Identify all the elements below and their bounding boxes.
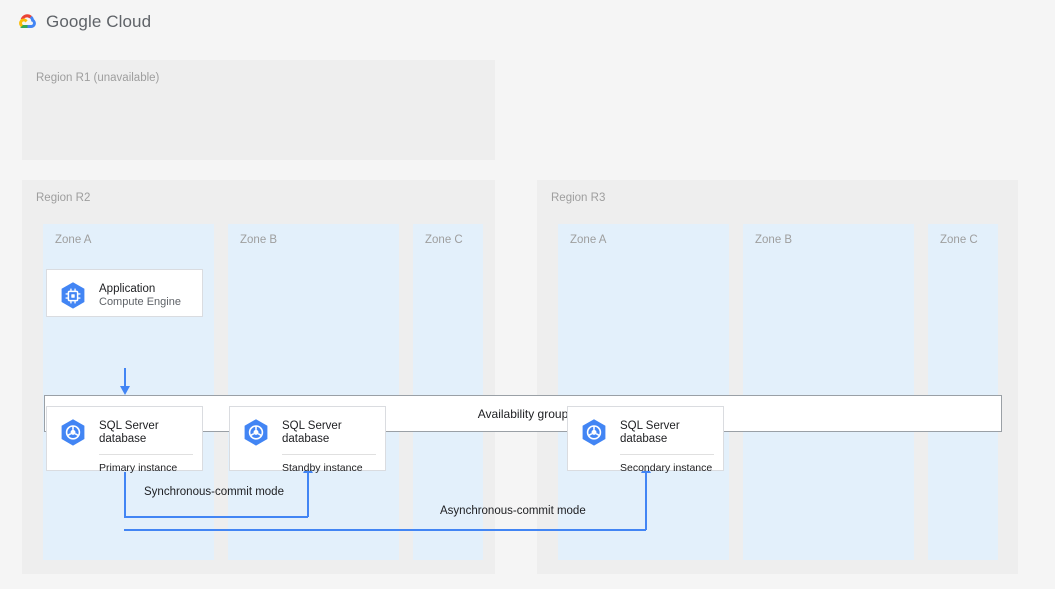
zone-label: Zone B <box>240 234 278 246</box>
card-application-text: Application Compute Engine <box>99 283 181 310</box>
zone-label: Zone C <box>940 234 978 246</box>
card-title: Application <box>99 282 156 295</box>
card-standby-db[interactable]: SQL Server database Standby instance <box>229 406 386 474</box>
card-title: SQL Server database <box>99 419 159 446</box>
card-application[interactable]: Application Compute Engine <box>46 269 203 317</box>
card-subtitle: Compute Engine <box>99 296 181 308</box>
availability-group-bar[interactable]: Availability group <box>44 395 1002 432</box>
brand-name: Google Cloud <box>46 12 152 31</box>
availability-group-label: Availability group <box>477 406 569 421</box>
connector-app-to-ag-arrow <box>120 386 130 395</box>
region-r3: Region R3 Zone A Zone B Zone C <box>537 180 1018 574</box>
card-footer: Primary instance <box>99 462 178 474</box>
region-r2: Region R2 Zone A Zone B Zone C <box>22 180 495 574</box>
card-footer: Standby instance <box>282 462 363 474</box>
sql-server-database-icon <box>56 416 90 450</box>
card-footer: Secondary instance <box>620 462 713 474</box>
connector-sync-horizontal <box>124 516 308 518</box>
region-r3-zone-c: Zone C <box>928 224 998 560</box>
region-r2-zone-c: Zone C <box>413 224 483 560</box>
card-title: SQL Server database <box>282 419 342 446</box>
sql-server-database-icon <box>239 416 273 450</box>
card-secondary-db[interactable]: SQL Server database Secondary instance <box>567 406 724 474</box>
connector-label-synchronous: Synchronous-commit mode <box>144 486 284 498</box>
connector-app-to-ag-line <box>124 368 126 390</box>
zone-label: Zone B <box>755 234 793 246</box>
google-cloud-logo-icon <box>14 11 40 35</box>
card-divider <box>99 454 193 455</box>
connector-sync-vertical-from-primary <box>124 472 126 517</box>
zone-label: Zone C <box>425 234 463 246</box>
region-r1-label: Region R1 (unavailable) <box>36 72 160 84</box>
card-title: SQL Server database <box>620 419 680 446</box>
compute-engine-icon <box>56 279 90 313</box>
region-r1: Region R1 (unavailable) <box>22 60 495 160</box>
connector-async-horizontal <box>124 529 646 531</box>
region-r3-zone-b: Zone B <box>743 224 914 560</box>
architecture-diagram: Region R1 (unavailable) Region R2 Zone A… <box>0 46 1055 589</box>
card-standby-db-text: SQL Server database <box>282 420 342 447</box>
region-r2-zone-b: Zone B <box>228 224 399 560</box>
region-r2-label: Region R2 <box>36 192 91 204</box>
card-divider <box>620 454 714 455</box>
page-header: Google Cloud <box>0 0 1055 46</box>
region-r3-label: Region R3 <box>551 192 606 204</box>
sql-server-database-icon <box>577 416 611 450</box>
connector-label-asynchronous: Asynchronous-commit mode <box>440 505 586 517</box>
card-primary-db[interactable]: SQL Server database Primary instance <box>46 406 203 474</box>
card-secondary-db-text: SQL Server database <box>620 420 680 447</box>
zone-label: Zone A <box>570 234 607 246</box>
zone-label: Zone A <box>55 234 92 246</box>
card-primary-db-text: SQL Server database <box>99 420 159 447</box>
connector-sync-vertical-to-standby <box>307 471 309 517</box>
connector-async-vertical-to-secondary <box>645 471 647 530</box>
region-r3-zone-a: Zone A <box>558 224 729 560</box>
card-divider <box>282 454 376 455</box>
